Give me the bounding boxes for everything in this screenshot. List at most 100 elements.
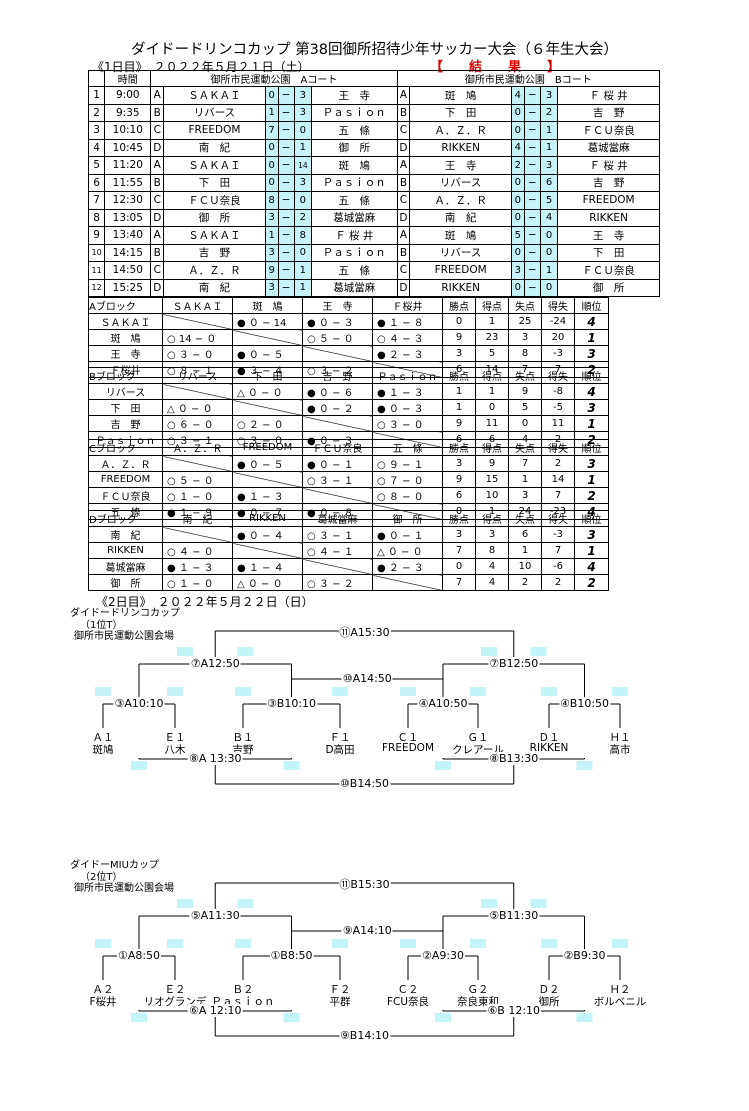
- seed: Ａ２: [92, 984, 114, 996]
- seed: Ｃ２: [397, 984, 419, 996]
- away-b: 王 寺: [557, 226, 660, 245]
- day2-heading: 《2日目》 ２０２２年５月２２日（日）: [96, 593, 314, 610]
- seed: Ｂ１: [232, 732, 254, 744]
- block-b: D: [396, 278, 411, 297]
- score-sep: −: [523, 173, 541, 192]
- score-box: [400, 687, 416, 696]
- team-name: 高市: [609, 744, 631, 756]
- match-no: 4: [87, 138, 106, 157]
- score-box: [167, 939, 183, 948]
- score-home-b: 3: [511, 261, 525, 280]
- score-away-a: 8: [293, 226, 313, 245]
- score-box: [435, 1013, 451, 1022]
- away-a: Ｆ 桜 井: [311, 226, 398, 245]
- seed: Ｈ１: [609, 732, 631, 744]
- seed: Ｄ２: [538, 984, 560, 996]
- score-box: [481, 899, 497, 908]
- score-box: [237, 647, 254, 656]
- seed: Ｅ１: [164, 732, 186, 744]
- score-away-a: 1: [293, 261, 313, 280]
- score-away-a: 1: [293, 278, 313, 297]
- score-sep: −: [523, 226, 541, 245]
- score-box: [131, 761, 147, 770]
- team-name: D高田: [325, 744, 355, 756]
- score-box: [470, 687, 486, 696]
- score-box: [530, 899, 547, 908]
- score-box: [235, 687, 251, 696]
- team-name: 御所: [538, 996, 560, 1008]
- r1-match: ④A10:50: [417, 697, 469, 710]
- score-sep: −: [277, 86, 295, 105]
- score-away-b: 3: [539, 86, 559, 105]
- away-a: 五 條: [311, 121, 398, 140]
- score-away-a: 3: [293, 173, 313, 192]
- team-name: FREEDOM: [381, 742, 434, 754]
- r1-match: ②B9:30: [562, 949, 607, 962]
- away-a: Ｐａｓｉｏｎ: [311, 243, 398, 262]
- away-b: 吉 野: [557, 173, 660, 192]
- score-box: [530, 647, 547, 656]
- score-home-b: 0: [511, 278, 525, 297]
- score-away-b: 0: [539, 226, 559, 245]
- final-match: ⑪B15:30: [338, 876, 391, 892]
- score-away-a: 1: [293, 138, 313, 157]
- cons-final-match: ⑨B14:10: [338, 1029, 391, 1042]
- score-away-a: 2: [293, 208, 313, 227]
- r1-match: ③A10:10: [113, 697, 165, 710]
- match-time: 14:15: [104, 243, 152, 262]
- score-box: [435, 761, 451, 770]
- venue: 御所市民運動公園会場: [74, 883, 174, 894]
- home-a: 吉 野: [163, 243, 266, 262]
- score-box: [612, 687, 628, 696]
- r1-match: ①B8:50: [269, 949, 314, 962]
- cons-match: ⑥A 12:10: [187, 1004, 243, 1017]
- score-home-a: 1: [264, 226, 279, 245]
- team-name: 八木: [164, 744, 186, 756]
- home-b: 下 田: [409, 103, 512, 122]
- r1-match: ③B10:10: [265, 697, 318, 710]
- match-no: 9: [87, 226, 106, 245]
- score-box: [237, 899, 254, 908]
- score-away-b: 2: [539, 103, 559, 122]
- match-time: 13:05: [104, 208, 152, 227]
- score-home-a: 0: [264, 138, 279, 157]
- match-no: 10: [87, 243, 106, 262]
- score-away-a: 3: [293, 103, 313, 122]
- score-sep: −: [277, 138, 295, 157]
- day2-label: 《2日目》: [96, 595, 146, 609]
- score-box: [470, 939, 486, 948]
- score-box: [576, 761, 593, 770]
- seed: Ｇ１: [467, 732, 489, 744]
- match-no: 5: [87, 156, 106, 175]
- time-header: 時間: [104, 70, 152, 87]
- home-a: ＳＡＫＡＩ: [163, 86, 266, 105]
- match-time: 11:20: [104, 156, 152, 175]
- seed: Ｅ２: [164, 984, 186, 996]
- score-box: [177, 647, 193, 656]
- page-title: ダイドードリンコカップ 第38回御所招待少年サッカー大会（６年生大会）: [130, 42, 619, 58]
- score-home-a: 1: [264, 103, 279, 122]
- score-away-b: 0: [539, 243, 559, 262]
- match-result: ○ １ − ０: [162, 574, 233, 591]
- team-name: ボルベニル: [593, 996, 647, 1008]
- schedule-header: 時間 御所市民運動公園 Aコート 御所市民運動公園 Bコート: [87, 70, 661, 87]
- team-name: 斑鳩: [92, 744, 114, 756]
- diagonal-cell: [162, 383, 233, 400]
- center-match: ⑨A14:10: [341, 924, 393, 937]
- day2-date: ２０２２年５月２２日（日）: [157, 595, 314, 609]
- match-no: 12: [87, 278, 106, 297]
- court-b-header: 御所市民運動公園 Bコート: [396, 70, 661, 87]
